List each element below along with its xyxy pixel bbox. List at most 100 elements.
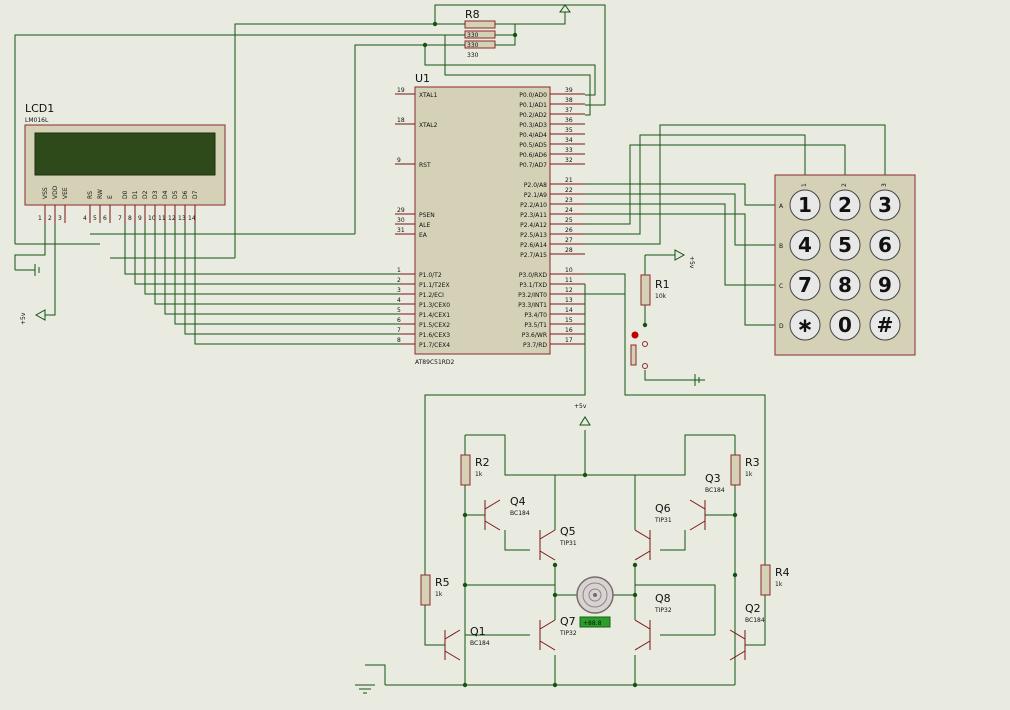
q4-part: BC184 [510, 510, 530, 517]
mcu-pin-label: P3.7/RD [523, 342, 547, 349]
mcu-pin-number: 39 [565, 87, 573, 94]
keypad-key-8[interactable]: 8 [829, 269, 861, 301]
resistor-r2[interactable]: R2 1k [460, 454, 490, 486]
mcu-pin-label: P0.4/AD4 [519, 132, 547, 139]
mcu-pin-number: 33 [565, 147, 573, 154]
keypad-key-5[interactable]: 5 [829, 229, 861, 261]
mcu-pin-number: 24 [565, 207, 573, 214]
q7-ref: Q7 [560, 615, 576, 628]
resistor-r5[interactable]: R5 1k [420, 574, 450, 606]
mcu-pin-number: 15 [565, 317, 573, 324]
resistor-r4[interactable]: R4 1k [760, 564, 790, 596]
lcd-pin-label: D2 [142, 190, 149, 199]
mcu-ref: U1 [415, 72, 430, 85]
lcd-pin-label: RW [97, 189, 104, 199]
lcd-pin-number: 8 [128, 215, 132, 222]
push-button[interactable] [630, 331, 648, 369]
svg-text:R4: R4 [775, 566, 790, 579]
keypad-key-9[interactable]: 9 [869, 269, 901, 301]
svg-text:R2: R2 [475, 456, 490, 469]
r8-value-1: 330 [467, 32, 479, 39]
svg-text:1k: 1k [435, 591, 443, 598]
ground-icon-switch [694, 374, 700, 386]
resistor-r1[interactable]: R1 10k [640, 274, 670, 306]
q6-part: TIP31 [654, 517, 672, 524]
keypad-row-label: C [779, 283, 783, 290]
keypad-key-#[interactable]: # [869, 309, 901, 341]
lcd-pin-number: 10 [148, 215, 156, 222]
mcu-pin-label: P2.2/A10 [520, 202, 547, 209]
resistor-r3[interactable]: R3 1k [730, 454, 760, 486]
keypad-key-7[interactable]: 7 [789, 269, 821, 301]
mcu-pin-label: P2.3/A11 [520, 212, 547, 219]
keypad-key-2[interactable]: 2 [829, 189, 861, 221]
mcu-pin-number: 35 [565, 127, 573, 134]
dc-motor[interactable]: +88.8 [576, 576, 614, 628]
transistors: Q4BC184Q5TIP31Q3BC184Q6TIP31Q7TIP32Q8TIP… [444, 472, 765, 661]
lcd-pin-label: D7 [192, 190, 199, 199]
keypad-key-1[interactable]: 1 [789, 189, 821, 221]
mcu-pin-number: 8 [397, 337, 401, 344]
lcd-pin-label: D1 [132, 190, 139, 199]
q8-part: TIP32 [654, 607, 672, 614]
mcu-pin-label: P3.6/WR [522, 332, 547, 339]
mcu-pin-number: 25 [565, 217, 573, 224]
svg-text:6: 6 [878, 233, 892, 257]
keypad-row-label: B [779, 243, 783, 250]
keypad-key-6[interactable]: 6 [869, 229, 901, 261]
mcu-pin-number: 13 [565, 297, 573, 304]
mcu-pin-label: XTAL2 [419, 122, 438, 129]
mcu-pin-label: P3.4/T0 [524, 312, 547, 319]
mcu-pin-number: 21 [565, 177, 573, 184]
svg-text:5: 5 [838, 233, 852, 257]
keypad-key-∗[interactable]: ∗ [789, 309, 821, 341]
q4-ref: Q4 [510, 495, 526, 508]
keypad-key-0[interactable]: 0 [829, 309, 861, 341]
svg-text:8: 8 [838, 273, 852, 297]
lcd-pin-number: 3 [58, 215, 62, 222]
svg-text:4: 4 [798, 233, 812, 257]
svg-text:1k: 1k [475, 471, 483, 478]
mcu-pin-label: P2.1/A9 [524, 192, 547, 199]
lcd-ref: LCD1 [25, 102, 54, 115]
resistor-r8[interactable]: R8 330 330 330 [464, 8, 496, 59]
keypad-key-3[interactable]: 3 [869, 189, 901, 221]
svg-text:R3: R3 [745, 456, 760, 469]
led-indicator [631, 331, 639, 339]
svg-text:1: 1 [798, 193, 812, 217]
lcd-pin-label: D4 [162, 190, 169, 199]
mcu-pin-number: 34 [565, 137, 573, 144]
lcd-pin-label: RS [87, 191, 94, 199]
mcu-pin-label: P3.2/INT0 [518, 292, 547, 299]
svg-text:1k: 1k [745, 471, 753, 478]
lcd-module[interactable]: LCD1 LM016L VSS1VDD2VEE3RS4RW5E6D07D18D2… [24, 102, 226, 223]
mcu-pin-label: P0.0/AD0 [519, 92, 547, 99]
mcu-pin-label: P1.7/CEX4 [419, 342, 450, 349]
mcu-pin-number: 4 [397, 297, 401, 304]
q5-ref: Q5 [560, 525, 576, 538]
mcu-pin-label: P1.0/T2 [419, 272, 442, 279]
mcu-pin-number: 36 [565, 117, 573, 124]
q3-part: BC184 [705, 487, 725, 494]
mcu-pin-label: P0.1/AD1 [519, 102, 547, 109]
mcu-pin-number: 11 [565, 277, 573, 284]
svg-text:3: 3 [878, 193, 892, 217]
svg-text:R1: R1 [655, 278, 670, 291]
mcu-u1[interactable]: U1 AT89C51RD2 19XTAL118XTAL29RST29PSEN30… [395, 72, 585, 366]
svg-text:7: 7 [798, 273, 812, 297]
mcu-pin-number: 26 [565, 227, 573, 234]
power-symbols: +5v +5v +5v [15, 4, 700, 694]
mcu-pin-number: 18 [397, 117, 405, 124]
keypad-key-4[interactable]: 4 [789, 229, 821, 261]
keypad-col-label: 2 [841, 183, 848, 187]
